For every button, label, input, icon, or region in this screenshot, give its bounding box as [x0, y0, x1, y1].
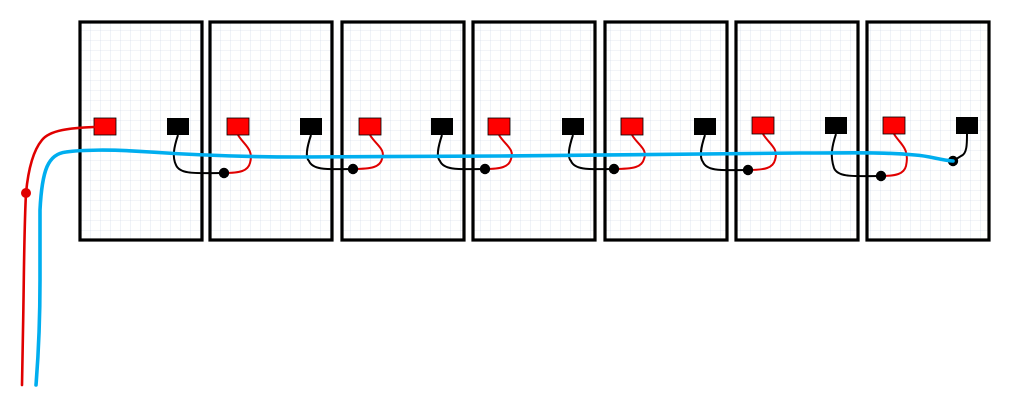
home-run-positive-junction [21, 188, 31, 198]
negative-wire-2 [305, 134, 354, 171]
panel-4-positive-terminal [487, 117, 511, 136]
positive-wire-2 [223, 134, 252, 174]
negative-wire-4 [567, 134, 615, 171]
panel-2-frame [208, 20, 334, 242]
panel-1-negative-terminal [167, 118, 189, 135]
solar-panel-row [78, 20, 991, 242]
junction-6 [875, 170, 887, 182]
panel-1-positive-terminal [93, 117, 117, 136]
string-wiring [172, 133, 968, 178]
negative-wire-3 [436, 134, 486, 171]
home-run-positive-lead [20, 125, 96, 387]
panel-2-negative-terminal [300, 118, 322, 135]
panel-terminals [93, 116, 978, 182]
negative-wire-1 [172, 134, 225, 175]
positive-wire-6 [747, 133, 777, 171]
positive-wire-5 [613, 134, 646, 170]
negative-wire-6 [830, 133, 882, 178]
junction-2 [347, 163, 359, 175]
panel-3-frame [340, 20, 466, 242]
panel-5-negative-terminal [694, 118, 716, 135]
panel-6-positive-terminal [751, 116, 775, 135]
panel-7-positive-terminal [882, 116, 906, 135]
panel-6-frame [734, 20, 860, 242]
panel-1-frame [78, 20, 204, 242]
negative-wire-5 [699, 134, 749, 172]
panel-2-positive-terminal [226, 117, 250, 136]
panel-4-frame [471, 20, 597, 242]
positive-wire-7 [880, 133, 908, 177]
panel-3-positive-terminal [358, 117, 382, 136]
panel-4-negative-terminal [562, 118, 584, 135]
panel-5-positive-terminal [620, 117, 644, 136]
junction-4 [608, 163, 620, 175]
junction-3 [479, 163, 491, 175]
panel-5-frame [603, 20, 729, 242]
panel-7-negative-terminal [956, 117, 978, 134]
negative-wire-end [952, 133, 968, 162]
junction-1 [218, 167, 230, 179]
positive-wire-3 [352, 134, 384, 170]
positive-wire-4 [484, 134, 513, 170]
panel-7-frame [865, 20, 991, 242]
panel-3-negative-terminal [431, 118, 453, 135]
home-run-negative-lead [34, 148, 955, 387]
junction-5 [742, 164, 754, 176]
panel-6-negative-terminal [825, 117, 847, 134]
home-run-leads [20, 125, 955, 387]
